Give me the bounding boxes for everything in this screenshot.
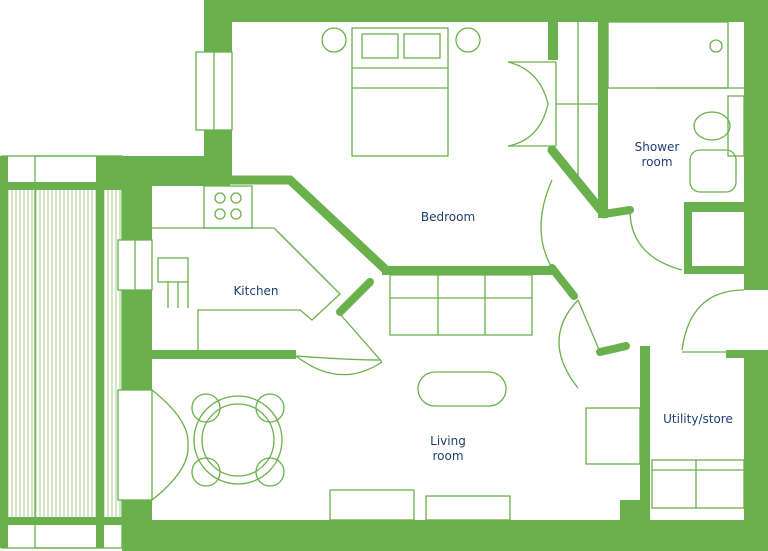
wall-diagonal-kitchen-door <box>336 278 374 316</box>
hob-ring-icon <box>230 208 242 220</box>
wall-wardrobe-top <box>548 22 558 60</box>
door-utility-swing <box>681 289 745 351</box>
hob <box>203 185 253 229</box>
bedroom-furniture <box>321 22 598 176</box>
wall-shower-left <box>598 22 608 218</box>
wall-diagonal-shower <box>547 145 609 219</box>
dining-chair-icon <box>255 457 285 487</box>
dining-table <box>193 395 283 485</box>
sink-icon <box>157 257 189 283</box>
door-bedroom-swing <box>540 179 553 269</box>
washing-machine <box>651 459 745 509</box>
sofa <box>389 274 533 336</box>
balcony-door-swing-top <box>151 389 189 446</box>
room-label-kitchen: Kitchen <box>233 284 279 298</box>
balcony-rail-right <box>96 156 104 548</box>
toilet-icon <box>693 111 731 141</box>
door-kitchen-leaf <box>295 355 381 361</box>
dining-chair-icon <box>191 457 221 487</box>
balcony-decking <box>7 190 121 517</box>
room-label-utility-store: Utility/store <box>663 412 733 426</box>
tv-unit <box>329 489 415 521</box>
wall-diagonal-kitchen-bedroom <box>285 175 391 275</box>
double-bed <box>351 27 449 157</box>
hob-ring-icon <box>214 192 226 204</box>
wall-left-1 <box>122 156 152 240</box>
diagonal-walls <box>221 145 634 356</box>
wardrobe-door-bottom <box>507 103 549 147</box>
balcony-door-swing-bottom <box>151 444 189 501</box>
shower-room-fittings <box>607 21 745 193</box>
walls <box>104 0 768 551</box>
coffee-table <box>417 371 507 407</box>
wall-utility-bottom-pier <box>620 500 650 522</box>
wall-kitchen-living <box>152 350 296 359</box>
wall-bedroom-left-top <box>204 0 232 52</box>
wall-bedroom-living <box>382 266 556 275</box>
toilet-cistern <box>727 95 745 157</box>
balcony <box>1 155 123 549</box>
wall-utility-door-stub <box>596 342 630 356</box>
balcony-rail-top <box>0 182 124 190</box>
wall-bottom <box>122 520 768 551</box>
room-label-bedroom: Bedroom <box>420 210 476 224</box>
kitchen-fittings <box>152 185 341 350</box>
wall-utility-top <box>726 350 768 358</box>
sideboard <box>425 495 511 521</box>
door-living-swing <box>558 299 579 389</box>
living-furniture <box>191 274 641 521</box>
door-kitchen-swing <box>295 355 383 376</box>
dining-chair-icon <box>191 393 221 423</box>
pillow-right <box>403 33 441 59</box>
pillow-left <box>361 33 399 59</box>
wardrobe-door-top <box>507 61 549 105</box>
wall-left-3 <box>122 500 152 551</box>
room-label-shower-room: Shower room <box>634 140 680 169</box>
balcony-rail-left <box>0 156 8 548</box>
wall-shower-door-stub <box>600 206 634 218</box>
hob-ring-icon <box>214 208 226 220</box>
balcony-door <box>117 389 153 501</box>
wall-right-lower <box>744 355 768 551</box>
wall-utility-left <box>640 346 650 520</box>
wall-shower-bottom <box>688 202 768 212</box>
windows <box>117 51 233 501</box>
kitchen-worktop <box>152 227 341 350</box>
balcony-rail-bottom <box>0 517 124 525</box>
wall-shower-bottom-stub <box>684 202 692 272</box>
hob-ring-icon <box>230 192 242 204</box>
wall-diagonal-bedroom-door <box>548 264 578 300</box>
door-shower-swing <box>629 209 683 271</box>
wall-left-2 <box>122 290 152 390</box>
wall-right-upper <box>744 0 768 290</box>
shower-tray <box>607 21 729 89</box>
room-label-living-room: Living room <box>430 434 466 463</box>
doors <box>295 61 745 389</box>
dining-chair-icon <box>255 393 285 423</box>
lamp-right-icon <box>455 27 481 53</box>
utility-fittings <box>651 459 745 509</box>
lamp-left-icon <box>321 27 347 53</box>
shower-head-icon <box>709 39 723 53</box>
wall-corridor-top <box>684 266 768 274</box>
armchair <box>585 407 641 465</box>
basin-icon <box>689 149 737 193</box>
wall-top <box>204 0 768 22</box>
